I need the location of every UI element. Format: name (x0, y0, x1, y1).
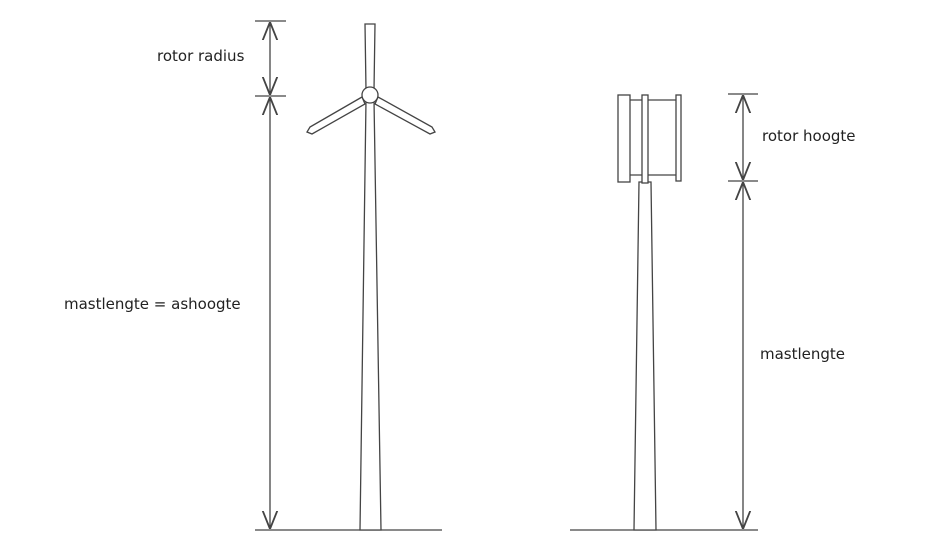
rotor-shaft (641, 94, 649, 184)
blade-left (306, 96, 366, 135)
blade-top (364, 23, 376, 91)
rotor-blade-right (675, 94, 682, 182)
rotor-radius-label: rotor radius (157, 47, 245, 65)
mast-length-label: mastlengte (760, 345, 846, 363)
blade-right (374, 96, 436, 135)
dimension-vawt (728, 93, 758, 529)
dimension-hawt (255, 20, 286, 529)
tower (359, 99, 382, 531)
hub (361, 86, 379, 104)
rotor-height-label: rotor hoogte (762, 127, 856, 145)
hub-height-label: mastlengte = ashoogte (64, 295, 241, 313)
vertical-axis-turbine (570, 94, 758, 531)
rotor-blade-left (617, 94, 631, 183)
tower (633, 181, 657, 531)
horizontal-axis-turbine (255, 23, 442, 531)
